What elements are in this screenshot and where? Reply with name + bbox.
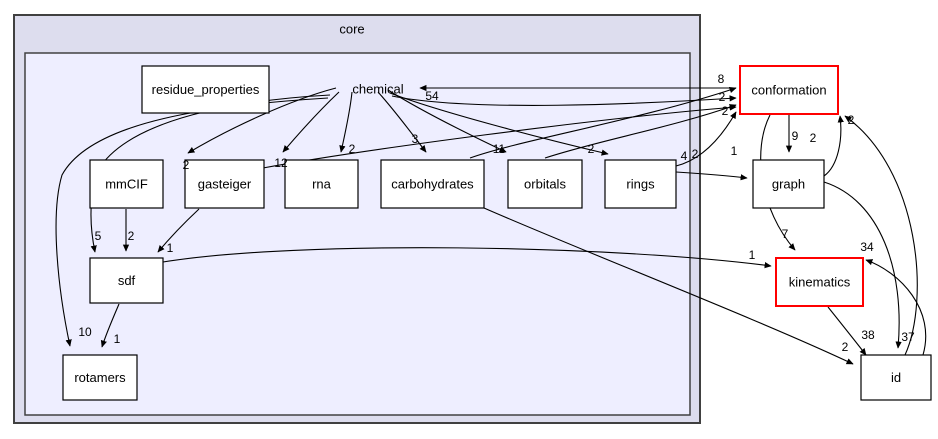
edge-label-chemical-to-rings: 2 (588, 142, 595, 156)
node-label-kinematics: kinematics (789, 274, 851, 289)
node-mmCIF[interactable]: mmCIF (89, 159, 164, 209)
node-box-graph[interactable] (752, 159, 825, 209)
node-label-rotamers: rotamers (74, 370, 126, 385)
edge-label-chemical-to-gasteiger: 12 (274, 156, 288, 170)
node-gasteiger[interactable]: gasteiger (184, 159, 265, 209)
edge-carbohydrates-to-id (483, 207, 854, 365)
node-box-residue_properties[interactable] (141, 65, 270, 114)
edge-gasteiger-to-sdf (157, 208, 200, 253)
edge-label-mmCIF-to-sdf: 2 (128, 229, 135, 243)
edge-label-carbohydrates-to-conformation: 8 (718, 72, 725, 86)
cluster-label-core: core (339, 21, 364, 36)
edge-label-chemical-to-rotamers: 10 (78, 325, 92, 339)
node-label-rna: rna (312, 176, 332, 191)
node-sdf[interactable]: sdf (89, 257, 164, 304)
node-box-rings[interactable] (604, 159, 677, 209)
edge-label-sdf-to-kinematics: 1 (749, 248, 756, 262)
node-box-carbohydrates[interactable] (380, 159, 485, 209)
edge-orbitals-to-conformation (544, 104, 737, 159)
edge-label-kinematics-to-id: 38 (861, 328, 875, 342)
edge-chemical-to-rna (339, 91, 353, 153)
edge-label-chemical-to-conformation: 2 (719, 90, 726, 104)
node-box-rna[interactable] (284, 159, 359, 209)
edge-label-conformation-to-chemical: 54 (425, 89, 439, 103)
node-label-graph: graph (772, 176, 805, 191)
node-carbohydrates[interactable]: carbohydrates (380, 159, 485, 209)
edge-id-to-conformation (844, 115, 918, 356)
node-conformation[interactable]: conformation (739, 65, 839, 115)
edge-label-rings-to-graph: 1 (731, 144, 738, 158)
node-box-mmCIF[interactable] (89, 159, 164, 209)
edge-label-graph-to-id: 37 (901, 330, 915, 344)
edge-rings-to-conformation (675, 111, 737, 167)
edge-graph-to-id (823, 181, 902, 349)
node-chemical[interactable]: chemical (352, 81, 403, 96)
edge-label-sdf-to-rotamers: 1 (114, 332, 121, 346)
edge-carbohydrates-to-conformation (469, 87, 737, 159)
edge-label-gasteiger-to-conformation: 2 (722, 104, 729, 118)
node-label-rings: rings (626, 176, 655, 191)
node-label-mmCIF: mmCIF (105, 176, 148, 191)
edge-kinematics-to-id (827, 306, 867, 356)
node-rotamers[interactable]: rotamers (62, 354, 138, 401)
node-kinematics[interactable]: kinematics (775, 257, 864, 307)
node-box-orbitals[interactable] (507, 159, 583, 209)
node-box-id[interactable] (860, 354, 932, 401)
edge-label-orbitals-to-conformation: 2 (692, 147, 699, 161)
node-label-gasteiger: gasteiger (198, 176, 252, 191)
edge-chemical-to-mmCIF (187, 87, 337, 154)
node-layer: chemical residue_properties mmCIF gasteiger… (62, 65, 932, 401)
edge-rings-to-graph (675, 171, 748, 181)
edge-chemical-to-carbohydrates (377, 91, 427, 153)
edge-label-graph-to-conformation: 2 (810, 131, 817, 145)
node-rna[interactable]: rna (284, 159, 359, 209)
edge-label-id-to-kinematics: 34 (860, 240, 874, 254)
node-box-conformation[interactable] (739, 65, 839, 115)
node-id[interactable]: id (860, 354, 932, 401)
node-label-carbohydrates: carbohydrates (391, 176, 474, 191)
node-box-gasteiger[interactable] (184, 159, 265, 209)
node-label-conformation: conformation (751, 82, 826, 97)
edge-label-gasteiger-to-sdf: 1 (167, 241, 174, 255)
edge-chemical-to-gasteiger (282, 91, 340, 153)
node-graph[interactable]: graph (752, 159, 825, 209)
node-orbitals[interactable]: orbitals (507, 159, 583, 209)
node-label-residue_properties: residue_properties (152, 82, 260, 97)
node-residue_properties[interactable]: residue_properties (141, 65, 270, 114)
edge-label-carbohydrates-to-id: 2 (842, 340, 849, 354)
edge-id-to-kinematics (865, 259, 927, 356)
node-rings[interactable]: rings (604, 159, 677, 209)
edge-graph-to-conformation (823, 115, 844, 177)
edge-sdf-to-kinematics (162, 247, 772, 269)
edge-label-conformation-to-kinematics: 7 (782, 227, 789, 241)
node-box-kinematics[interactable] (775, 257, 864, 307)
node-label-chemical: chemical (352, 81, 403, 96)
edge-label-rings-to-conformation: 4 (681, 149, 688, 163)
edge-label-chemical-to-orbitals: 11 (493, 142, 506, 156)
edge-label-conformation-to-graph: 9 (792, 129, 799, 143)
edge-label-id-to-conformation: 2 (848, 113, 855, 127)
node-label-id: id (891, 370, 901, 385)
edge-label-chemical-to-mmCIF: 2 (183, 158, 190, 172)
edge-sdf-to-rotamers (100, 303, 120, 348)
edge-label-chemical-to-carbohydrates: 3 (412, 132, 419, 146)
node-box-sdf[interactable] (89, 257, 164, 304)
node-label-sdf: sdf (118, 273, 136, 288)
edge-label-chemical-to-sdf: 5 (95, 229, 102, 243)
node-box-rotamers[interactable] (62, 354, 138, 401)
node-label-orbitals: orbitals (524, 176, 566, 191)
edge-label-chemical-to-rna: 2 (349, 142, 356, 156)
